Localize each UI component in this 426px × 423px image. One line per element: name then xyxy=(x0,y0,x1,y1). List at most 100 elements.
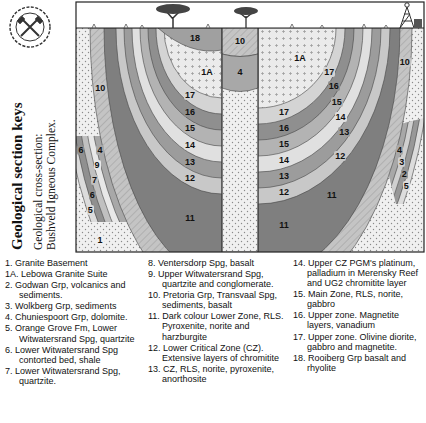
callout-number: 10 xyxy=(234,36,246,46)
callout-number: 12 xyxy=(278,187,290,197)
granite-keel xyxy=(222,28,258,252)
logo-hammer-heads xyxy=(17,16,43,24)
callout-number: 16 xyxy=(184,107,196,117)
callout-number: 16 xyxy=(328,81,340,91)
rock-layer xyxy=(258,28,372,172)
callout-number: 15 xyxy=(331,97,343,107)
diagram-caption: Geological cross-section: Bushveld Igneo… xyxy=(32,90,58,250)
diagram-title: Geological section keys xyxy=(8,60,26,250)
legend-entry: 9. Upper Witwatersrand Spg, quartzite an… xyxy=(148,269,290,289)
logo-hammers xyxy=(21,18,39,36)
legend-entry: 13. CZ, RLS, norite, pyroxenite, anortho… xyxy=(148,364,290,384)
callout-number: 4 xyxy=(236,67,243,77)
rock-layer xyxy=(90,28,222,252)
headframe-wheel xyxy=(405,3,409,7)
callout-number: 14 xyxy=(278,155,290,165)
callout-number: 7 xyxy=(91,175,98,185)
legend-entry: 14. Upper CZ PGM's platinum, palladium i… xyxy=(293,258,423,288)
callout-number: 6 xyxy=(89,190,96,200)
rock-layer xyxy=(258,28,354,140)
society-logo xyxy=(10,7,50,47)
rock-layer xyxy=(258,28,381,188)
callout-number: 5 xyxy=(403,181,410,191)
rock-layer xyxy=(258,28,424,252)
callout-number: 14 xyxy=(184,140,196,150)
callout-number: 11 xyxy=(184,213,196,223)
legend-entry: 5. Orange Grove Fm, Lower Witwatersrand … xyxy=(5,323,144,343)
rock-layer xyxy=(116,28,222,194)
callout-number: 13 xyxy=(338,127,350,137)
callout-number: 1A xyxy=(293,53,307,63)
tree-trunk xyxy=(240,13,252,28)
rock-layer xyxy=(140,28,222,146)
rock-layer xyxy=(258,28,363,156)
headframe-lattice xyxy=(400,7,414,28)
rock-layer xyxy=(258,28,400,252)
legend-entry: 12. Lower Critical Zone (CZ). Extensive … xyxy=(148,343,290,363)
callout-number: 13 xyxy=(184,157,196,167)
callout-number: 4 xyxy=(396,145,403,155)
callout-number: 12 xyxy=(334,151,346,161)
callout-number: 18 xyxy=(189,33,201,43)
legend-entry: 6. Lower Witwatersrand Spg contorted bed… xyxy=(5,345,144,365)
callout-number: 10 xyxy=(94,83,106,93)
legend-entry: 17. Upper zone. Olivine diorite, gabbro … xyxy=(293,332,423,352)
rooiberg-lens xyxy=(158,28,222,51)
grass-tufts xyxy=(92,24,388,28)
rock-layer xyxy=(258,28,424,252)
mine-headframe xyxy=(400,3,422,28)
logo-ring xyxy=(10,7,50,47)
keel-edge xyxy=(222,28,258,252)
logo-ring xyxy=(16,13,44,41)
rock-layer xyxy=(76,28,222,252)
rock-layer xyxy=(84,28,222,252)
callout-number: 13 xyxy=(278,171,290,181)
callout-number: 12 xyxy=(184,173,196,183)
legend-entry: 3. Wolkberg Grp, sediments xyxy=(5,301,144,311)
rock-layer xyxy=(104,28,222,252)
rock-layer xyxy=(124,28,222,178)
rock-layer xyxy=(258,28,417,252)
legend-entry: 16. Upper zone. Magnetite layers, vanadi… xyxy=(293,310,423,330)
section-frame xyxy=(76,2,424,252)
tree-canopy xyxy=(234,7,258,15)
legend-entry: 10. Pretoria Grp, Transvaal Spg, sedimen… xyxy=(148,290,290,310)
callout-number: 11 xyxy=(278,220,290,230)
rock-layer xyxy=(258,28,345,124)
rock-layer xyxy=(258,28,422,252)
legend-entry: 18. Rooiberg Grp basalt and rhyolite xyxy=(293,353,423,373)
rock-layer xyxy=(132,28,222,162)
callout-number: 9 xyxy=(94,160,101,170)
legend-entry: 4. Chuniespoort Grp, dolomite. xyxy=(5,312,144,322)
callout-number: 11 xyxy=(326,190,338,200)
legend-entry: 7. Lower Witwatersrand Spg, quartzite. xyxy=(5,366,144,386)
callout-number: 17 xyxy=(184,90,196,100)
callout-number: 17 xyxy=(278,107,290,117)
legend-entry: 1A. Lebowa Granite Suite xyxy=(5,269,144,279)
legend-entry: 11. Dark colour Lower Zone, RLS. Pyroxen… xyxy=(148,311,290,341)
legend-entry: 2. Godwan Grp, volcanics and sediments. xyxy=(5,280,144,300)
rock-layer xyxy=(76,28,222,252)
callout-number: 2 xyxy=(401,169,408,179)
acacia-tree xyxy=(156,4,190,28)
rock-layer xyxy=(258,28,412,252)
rock-layer xyxy=(258,28,390,204)
callout-number: 1A xyxy=(200,67,214,77)
callout-number: 6 xyxy=(77,145,84,155)
callout-number: 4 xyxy=(96,145,103,155)
callout-number: 14 xyxy=(335,112,347,122)
callout-number: 1 xyxy=(96,235,103,245)
rock-layer xyxy=(222,28,258,57)
rock-layer xyxy=(258,28,336,108)
rock-layer xyxy=(222,54,258,92)
legend-entry: 1. Granite Basement xyxy=(5,258,144,268)
callout-number: 15 xyxy=(184,123,196,133)
rock-layer xyxy=(78,28,222,252)
callout-number: 15 xyxy=(278,139,290,149)
callout-number: 17 xyxy=(323,67,335,77)
legend-entry: 15. Main Zone, RLS, norite, gabbro xyxy=(293,289,423,309)
callout-number: 3 xyxy=(398,157,405,167)
mine-building xyxy=(414,19,422,28)
callout-number: 10 xyxy=(399,57,411,67)
tree-canopy xyxy=(156,4,190,14)
